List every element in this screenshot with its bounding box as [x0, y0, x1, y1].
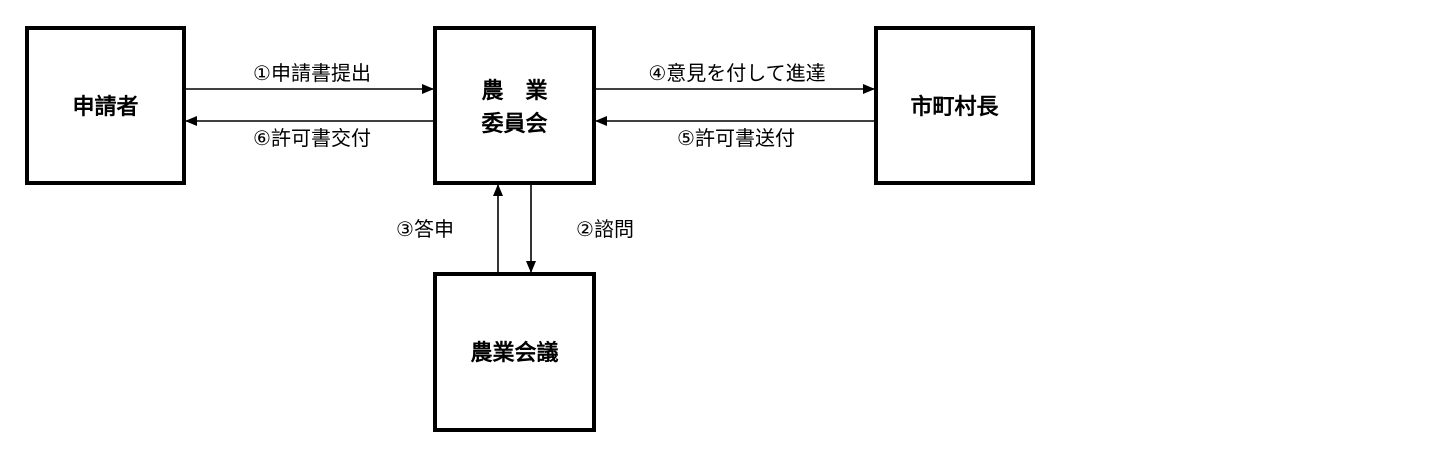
agri-committee-box [433, 26, 596, 185]
edge-consultation: ②諮問 [526, 185, 634, 273]
edge-submit-application: ①申請書提出 [186, 61, 434, 94]
edge-label-submit-application: ①申請書提出 [253, 61, 371, 85]
edge-label-issue-permit: ⑥許可書交付 [253, 126, 371, 150]
mayor-label: 市町村長 [910, 94, 999, 120]
edge-label-send-permit: ⑤許可書送付 [677, 126, 795, 150]
edge-forward-with-opinion: ④意見を付して進達 [596, 61, 875, 94]
applicant-node: 申請者 [25, 26, 186, 185]
edge-issue-permit: ⑥許可書交付 [185, 116, 433, 150]
agri-council-label: 農業会議 [470, 340, 558, 366]
agri-council-box [433, 272, 596, 432]
mayor-node: 市町村長 [874, 26, 1035, 185]
edge-label-consultation: ②諮問 [576, 217, 634, 241]
applicant-label: 申請者 [72, 94, 138, 120]
edge-label-forward-with-opinion: ④意見を付して進達 [648, 61, 825, 85]
agri-committee-label-line2: 委員会 [481, 111, 547, 137]
agri-committee-label-line1: 農 業 [481, 79, 548, 104]
edge-send-permit: ⑤許可書送付 [595, 116, 874, 150]
applicant-box [25, 26, 186, 185]
agri-council-node: 農業会議 [433, 272, 596, 432]
edge-report: ③答申 [396, 184, 503, 273]
edge-label-report: ③答申 [396, 217, 454, 241]
agri-committee-node: 農 業 委員会 [433, 26, 596, 185]
mayor-box [874, 26, 1035, 185]
